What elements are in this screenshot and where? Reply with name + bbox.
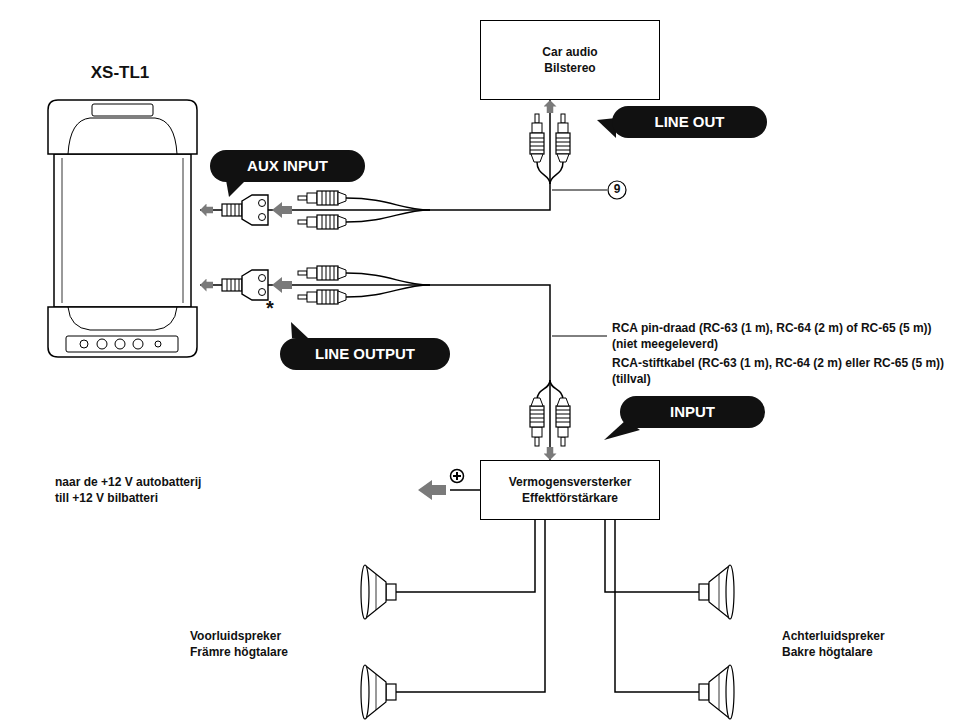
- subwoofer-unit: XS-TL1: [40, 62, 200, 362]
- node-text: Bilstereo: [544, 60, 595, 76]
- speaker-wiring: [396, 520, 699, 692]
- callout-tag: INPUT: [620, 396, 765, 428]
- rca-cable-upper: [222, 114, 626, 229]
- callout-number: 9: [607, 181, 627, 197]
- speaker-label: Voorluidspreker: [190, 628, 281, 644]
- model-name: XS-TL1: [40, 62, 200, 84]
- battery-note: naar de +12 V autobatterij: [55, 474, 201, 490]
- cable-note: RCA pin-draad (RC-63 (1 m), RC-64 (2 m) …: [612, 320, 957, 352]
- footnote-mark: *: [266, 300, 274, 316]
- node-text: AUX INPUT: [226, 157, 349, 175]
- battery-lead: [418, 470, 480, 501]
- battery-note: till +12 V bilbatteri: [55, 490, 158, 506]
- speaker-label: Främre högtalare: [190, 644, 288, 660]
- callout-tag: LINE OUTPUT: [280, 338, 450, 370]
- amplifier-box: VermogensversterkerEffektförstärkare: [480, 460, 660, 520]
- callout-tag: AUX INPUT: [210, 150, 365, 182]
- node-text: INPUT: [636, 403, 749, 421]
- rca-cable: [200, 285, 550, 460]
- speaker-label: Bakre högtalare: [782, 644, 873, 660]
- rca-cable: [200, 100, 550, 210]
- node-text: LINE OUTPUT: [296, 345, 434, 363]
- rear-speaker: [699, 565, 734, 719]
- subwoofer-device: [48, 100, 197, 357]
- speaker-label: Achterluidspreker: [782, 628, 885, 644]
- car-audio-box: Car audioBilstereo: [480, 20, 660, 100]
- callout-tag: LINE OUT: [612, 106, 767, 138]
- front-speaker: [361, 565, 396, 719]
- rca-cable-lower: [222, 266, 607, 446]
- callout-pointers: [226, 118, 640, 440]
- node-text: Effektförstärkare: [522, 490, 618, 506]
- cable-note: RCA-stiftkabel (RC-63 (1 m), RC-64 (2 m)…: [612, 355, 957, 387]
- node-text: Car audio: [542, 44, 597, 60]
- node-text: LINE OUT: [628, 113, 751, 131]
- node-text: Vermogensversterker: [509, 474, 632, 490]
